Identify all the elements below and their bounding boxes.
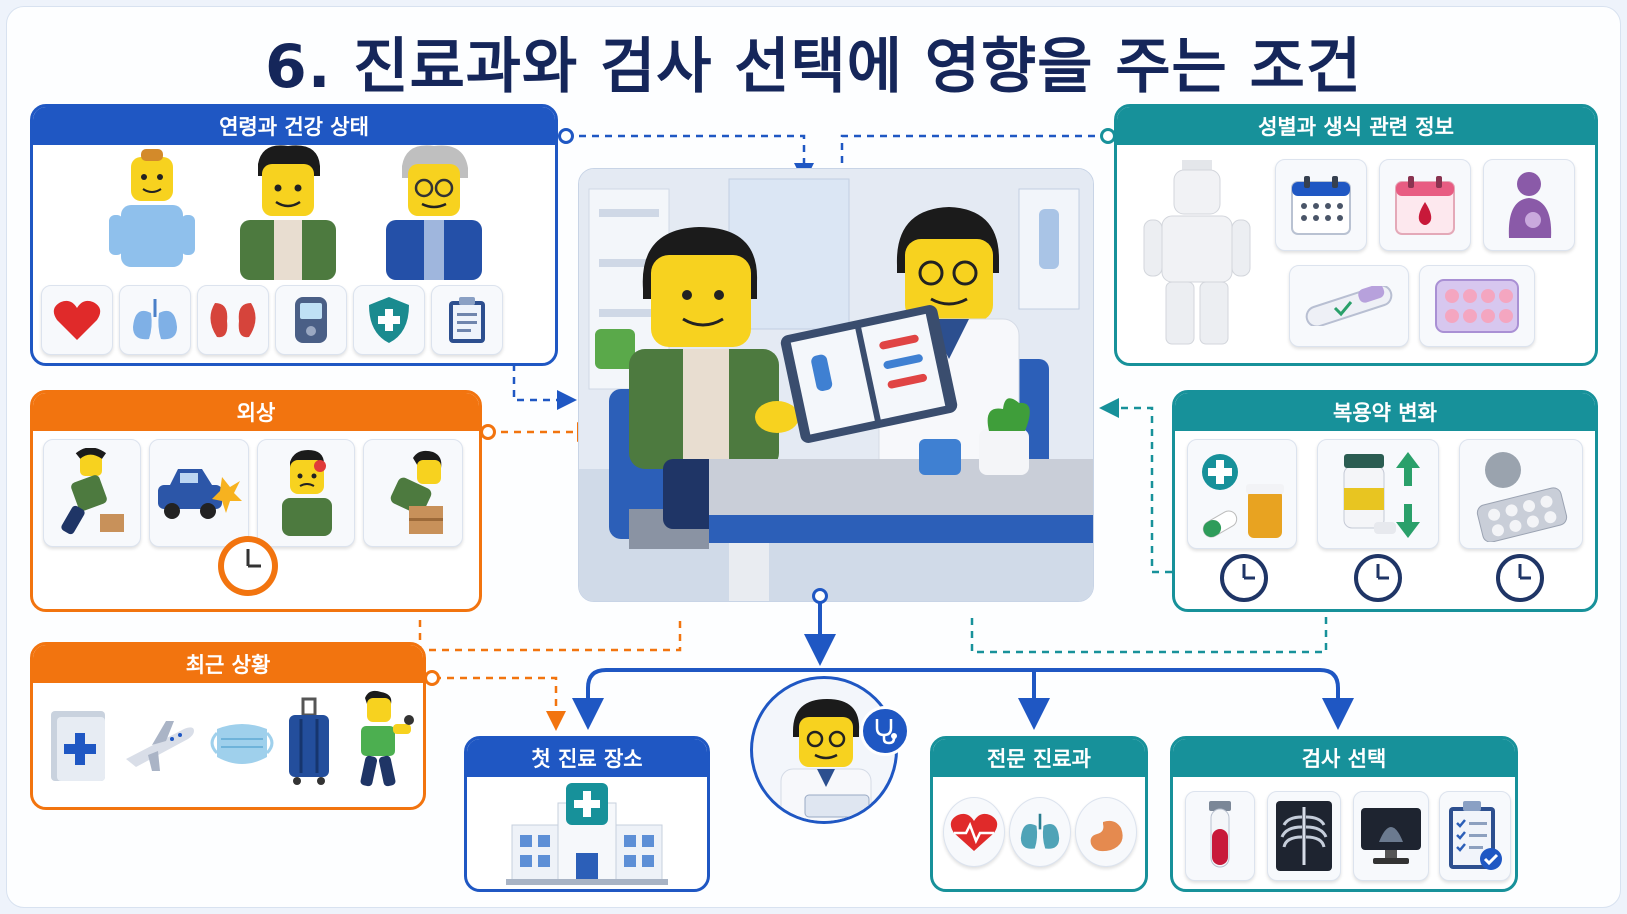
panel-sex-repro-label: 성별과 생식 관련 정보 bbox=[1117, 107, 1595, 145]
airplane-icon bbox=[119, 695, 201, 795]
face-mask-icon bbox=[205, 695, 279, 795]
hospital-building-icon bbox=[497, 779, 677, 887]
blister-pack-icon bbox=[1459, 439, 1583, 549]
heart-pulse-icon bbox=[943, 797, 1005, 867]
calendar-icon bbox=[1275, 159, 1367, 251]
panel-first-care-label: 첫 진료 장소 bbox=[467, 739, 707, 777]
panel-test-select-label: 검사 선택 bbox=[1173, 739, 1515, 777]
doctor-badge bbox=[750, 676, 898, 824]
shield-plus-icon bbox=[353, 285, 425, 355]
panel-medication-label: 복용약 변화 bbox=[1175, 393, 1595, 431]
panel-recent-label: 최근 상황 bbox=[33, 645, 423, 683]
panel-specialty-label: 전문 진료과 bbox=[933, 739, 1145, 777]
xray-icon bbox=[1267, 791, 1341, 881]
adult-figure-icon bbox=[223, 143, 353, 281]
panel-age-health: 연령과 건강 상태 bbox=[30, 104, 558, 366]
clock-icon bbox=[1493, 551, 1547, 605]
active-figure-icon bbox=[339, 685, 419, 795]
menstrual-calendar-icon bbox=[1379, 159, 1471, 251]
lungs-icon bbox=[1009, 797, 1071, 867]
clipboard-icon bbox=[431, 285, 503, 355]
stethoscope-icon bbox=[860, 706, 910, 756]
stomach-icon bbox=[1075, 797, 1137, 867]
pill-pack-icon bbox=[1419, 265, 1535, 347]
panel-trauma: 외상 bbox=[30, 390, 482, 612]
connector-dot-sex-repro bbox=[1100, 128, 1116, 144]
panel-sex-repro: 성별과 생식 관련 정보 bbox=[1114, 104, 1598, 366]
clock-icon bbox=[213, 531, 283, 601]
baby-figure-icon bbox=[97, 143, 207, 281]
suitcase-icon bbox=[281, 689, 337, 795]
doctor-consultation-scene bbox=[578, 168, 1094, 602]
clock-icon bbox=[1217, 551, 1271, 605]
ultrasound-icon bbox=[1353, 791, 1429, 881]
glucose-meter-icon bbox=[275, 285, 347, 355]
car-crash-icon bbox=[149, 439, 249, 547]
panel-first-care: 첫 진료 장소 bbox=[464, 736, 710, 892]
panel-age-health-label: 연령과 건강 상태 bbox=[33, 107, 555, 145]
medical-folder-icon bbox=[43, 695, 113, 795]
test-strip-icon bbox=[1289, 265, 1409, 347]
panel-trauma-label: 외상 bbox=[33, 393, 479, 431]
lifting-box-icon bbox=[363, 439, 463, 547]
page-title: 6. 진료과와 검사 선택에 영향을 주는 조건 bbox=[264, 32, 1363, 102]
panel-medication: 복용약 변화 bbox=[1172, 390, 1598, 612]
connector-dot-recent bbox=[424, 670, 440, 686]
connector-dot-age-health bbox=[558, 128, 574, 144]
connector-dot-trauma bbox=[480, 424, 496, 440]
blood-tube-icon bbox=[1185, 791, 1255, 881]
lungs-icon bbox=[119, 285, 191, 355]
checklist-icon bbox=[1439, 791, 1511, 881]
new-medicine-icon bbox=[1187, 439, 1297, 549]
connector-dot-center bbox=[812, 588, 828, 604]
panel-specialty: 전문 진료과 bbox=[930, 736, 1148, 892]
kidneys-icon bbox=[197, 285, 269, 355]
fall-figure-icon bbox=[43, 439, 141, 547]
clock-icon bbox=[1351, 551, 1405, 605]
dose-change-icon bbox=[1317, 439, 1439, 549]
heart-icon bbox=[41, 285, 113, 355]
panel-test-select: 검사 선택 bbox=[1170, 736, 1518, 892]
pregnancy-icon bbox=[1483, 159, 1575, 251]
senior-figure-icon bbox=[369, 143, 499, 281]
head-injury-icon bbox=[257, 439, 355, 547]
neutral-figure-icon bbox=[1137, 153, 1257, 353]
panel-recent: 최근 상황 bbox=[30, 642, 426, 810]
